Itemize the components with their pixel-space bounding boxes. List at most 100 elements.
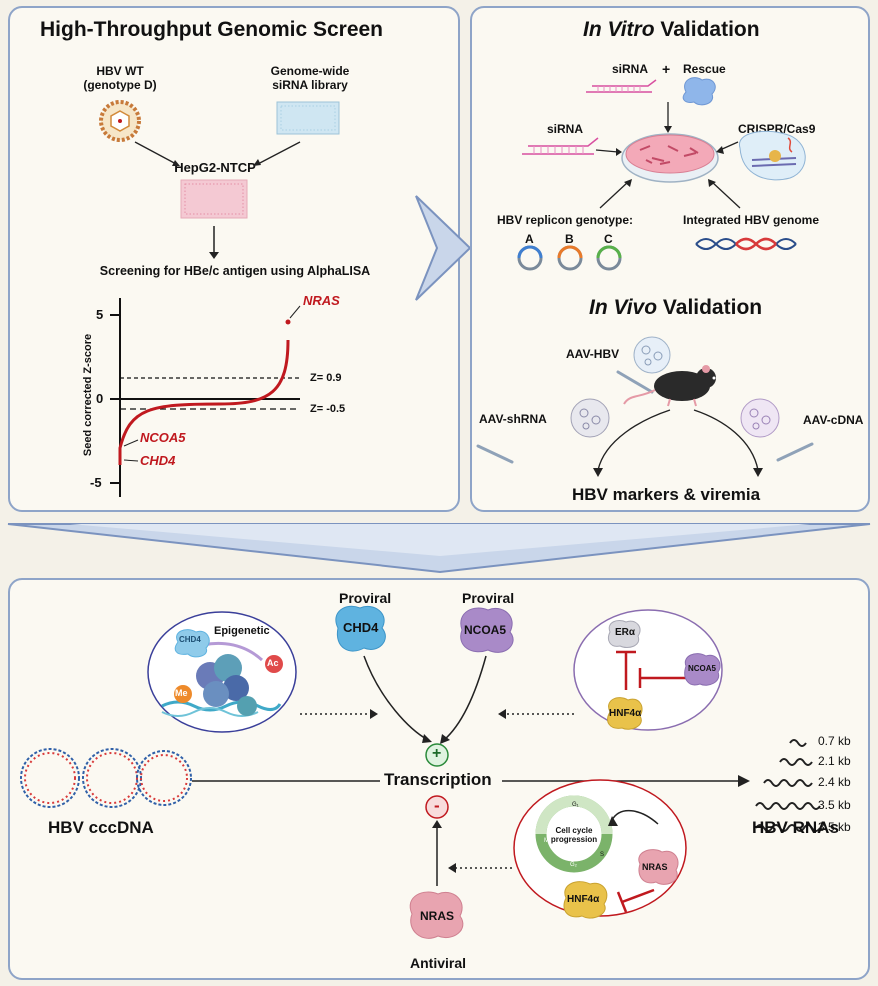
minus-circle [425, 795, 449, 819]
replicon-label: HBV replicon genotype: [497, 213, 634, 227]
aav-cdna-label: AAV-cDNA [803, 413, 864, 427]
invivo-title: In Vivo Validation [589, 296, 763, 319]
petri-dish-icon [621, 133, 719, 183]
integrated-genome-icon [695, 237, 797, 251]
hepg2-plate-icon [180, 179, 248, 219]
sirna-duplex-left-icon [522, 137, 599, 155]
chd4-protein-icon [335, 605, 386, 652]
nras-label: NRAS [420, 909, 455, 923]
phase-g1: G₁ [572, 802, 579, 808]
arrow-library-to-cells [255, 141, 301, 166]
syringe-icon [476, 370, 814, 464]
inhibit-nras-hnf4a [621, 888, 655, 904]
sirna-left-label: siRNA [547, 122, 584, 136]
screen-title: High-Throughput Genomic Screen [40, 18, 384, 41]
nras-small-icon [638, 849, 679, 885]
invivo-illustrations [476, 336, 814, 477]
zscore-plot [110, 298, 301, 497]
mouse-icon [623, 365, 716, 407]
ncoa5-protein-icon [460, 607, 514, 653]
z-high-label: Z= 0.9 [310, 372, 342, 384]
screen-illustrations [99, 100, 340, 259]
nucleosome-icon [196, 654, 257, 716]
rescue-protein-icon [682, 77, 716, 106]
validation-panel [470, 6, 870, 512]
epigenetic-label: Epigenetic [214, 625, 270, 637]
cell-line-label: HepG2-NTCP [174, 160, 256, 175]
zscore-curve [118, 339, 290, 465]
ncoa5-pointer [123, 439, 139, 447]
screening-label: Screening for HBe/c antigen using AlphaL… [99, 264, 371, 278]
arrow-virion-to-cells [134, 141, 179, 166]
invivo-outcome: HBV markers & viremia [572, 485, 761, 504]
phase-m: M [544, 838, 549, 844]
nras-pointer [289, 305, 301, 319]
ncoa5-small-label: NCOA5 [688, 664, 717, 673]
rna-size-item: 3.5 kb [818, 820, 851, 834]
screen-panel [8, 6, 460, 512]
tick-label-5: 5 [96, 307, 104, 322]
genotype-b: B [565, 232, 574, 246]
hit-nras: NRAS [303, 293, 340, 308]
tick-label-m5: -5 [90, 475, 102, 490]
hit-chd4: CHD4 [140, 453, 176, 468]
proviral-label-1: Proviral [339, 590, 392, 606]
rescue-label: Rescue [683, 62, 726, 76]
methyl-label: Me [175, 688, 188, 698]
hnf4a-bottom-label: HNF4α [567, 894, 600, 905]
plus-sign: + [432, 745, 442, 762]
tick-label-0: 0 [96, 391, 104, 406]
phase-s: S [600, 852, 605, 858]
sirna-duplex-top-icon [586, 79, 657, 93]
rna-size-item: 2.1 kb [818, 754, 851, 768]
aav-cdna-capsid-icon [740, 398, 780, 438]
rna-size-item: 2.4 kb [818, 775, 851, 789]
genotype-c: C [604, 232, 613, 246]
aav-shrna-label: AAV-shRNA [479, 412, 547, 426]
sirna-plate-icon [276, 101, 340, 135]
plus-circle [425, 743, 449, 767]
chd4-small-label: CHD4 [179, 635, 201, 644]
genotype-a: A [525, 232, 534, 246]
aav-hbv-capsid-icon [633, 336, 671, 374]
aav-hbv-label: AAV-HBV [566, 347, 620, 361]
rna-squiggles-icon [755, 739, 821, 832]
rna-size-item: 3.5 kb [818, 798, 851, 812]
hbv-virion-icon [99, 100, 141, 142]
sirna-top-label: siRNA [612, 62, 649, 76]
hbv-wt-label: HBV WT(genotype D) [83, 64, 157, 92]
crispr-cas9-icon [739, 130, 806, 181]
hnf4a-top-icon [607, 697, 643, 730]
er-alpha-label: ERα [615, 627, 636, 638]
nras-protein-icon [409, 891, 464, 939]
ncoa5-small-icon [684, 653, 721, 686]
invitro-illustrations [517, 77, 806, 271]
z-low-label: Z= -0.5 [310, 403, 346, 415]
chd4-small-icon [174, 629, 210, 658]
cccdna-icon [20, 748, 192, 808]
hnf4a-top-label: HNF4α [609, 708, 642, 719]
methyl-mark-icon [174, 685, 192, 703]
integrated-label: Integrated HBV genome [683, 213, 820, 227]
proviral-label-2: Proviral [462, 590, 515, 606]
hnf4a-bottom-icon [563, 881, 608, 919]
aav-shrna-capsid-icon [570, 398, 610, 438]
antiviral-label: Antiviral [410, 955, 467, 971]
cccdna-label: HBV cccDNA [48, 818, 154, 837]
chd4-label: CHD4 [343, 620, 379, 635]
acetyl-mark-icon [265, 655, 283, 673]
ncoa5-label: NCOA5 [464, 623, 507, 637]
nras-point [285, 319, 291, 325]
chd4-pointer [123, 459, 139, 462]
hit-ncoa5: NCOA5 [140, 430, 186, 445]
nras-small-label: NRAS [642, 862, 668, 872]
invitro-title: In Vitro Validation [583, 18, 760, 41]
cell-cycle-icon [535, 795, 613, 873]
minus-sign: - [434, 796, 440, 815]
rnas-label: HBV RNAs [752, 818, 839, 837]
rna-size-item: 0.7 kb [818, 734, 851, 748]
transcription-label: Transcription [384, 770, 492, 789]
